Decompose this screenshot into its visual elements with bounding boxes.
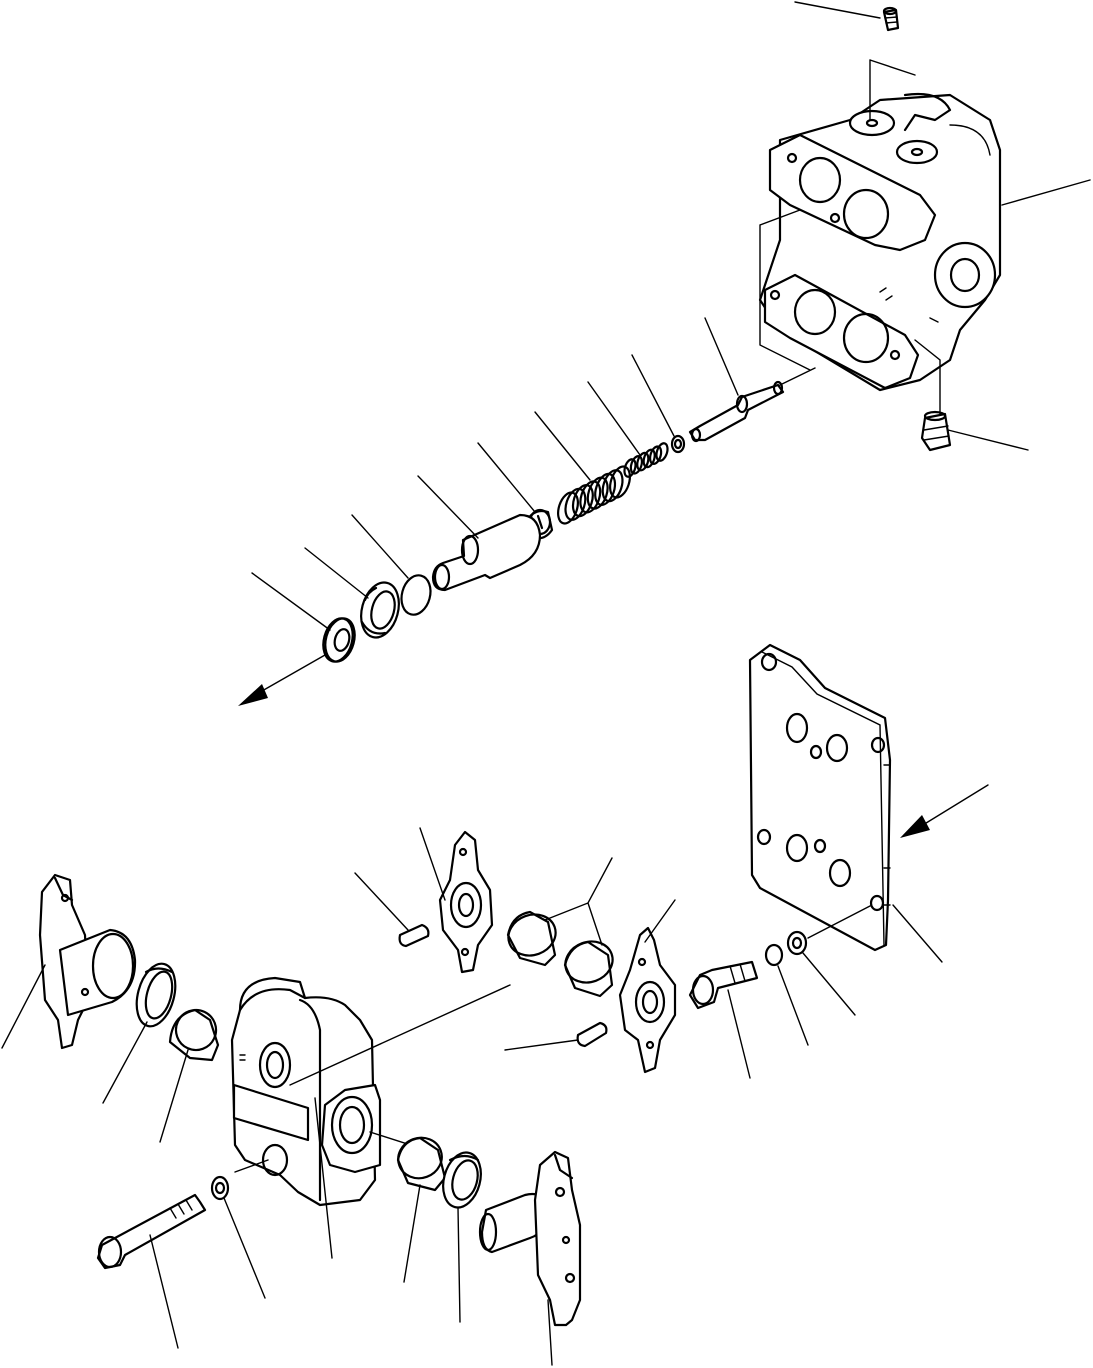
leader-line [351,514,409,579]
o-ring-disc [400,574,432,616]
large-spring [557,465,631,525]
leader-line [802,952,856,1016]
leader-line [159,1049,189,1143]
gasket-plate [748,643,892,952]
spring-coil [557,491,579,525]
leader-line [417,475,479,539]
leader-line [644,899,676,943]
bushing-bottom [396,1136,447,1192]
spring-coil [609,465,631,499]
direction-arrow [238,654,326,706]
bolt-washer [210,1175,230,1201]
leader-line [544,857,613,946]
dowel-pin-upper [398,923,430,948]
reference-line [759,59,941,421]
flat-washer [764,943,784,967]
spool-axis-line [779,367,816,386]
gasket-arrow [900,784,989,838]
reference-line [807,905,871,939]
spring-washer [786,930,808,956]
washer [322,617,356,663]
leader-line [727,989,751,1079]
spring-coil [586,476,609,510]
leader-line [314,1097,333,1259]
leader-line [149,1234,179,1349]
leader-line [102,1021,148,1104]
long-bolt [96,1193,207,1270]
dowel-pin-lower [576,1021,608,1048]
leader-line [534,411,591,481]
leader-line [477,442,536,513]
spring-coil [594,472,617,506]
seal-ring-bottom [442,1151,482,1209]
leader-line [403,1184,421,1283]
o-ring-small [670,434,686,454]
lever-plate-right [478,1150,582,1327]
leader-line [777,965,809,1046]
lever-right [618,926,677,1074]
valve-body [758,92,1002,392]
seal-ring-left [135,962,177,1028]
bottom-plug [920,410,952,452]
leader-line [587,381,641,456]
spool-valve [688,380,785,443]
lever-upper [438,830,494,974]
spring-coil [571,484,594,518]
leader-line [419,827,446,901]
piston [431,513,542,592]
housing-block [230,976,382,1207]
bushing-lower [563,940,614,998]
spring-coil [601,469,624,503]
leader-line [223,1197,266,1299]
bushing-upper [506,910,557,967]
leader-line [547,1299,553,1366]
bushing-left [168,1008,220,1062]
top-plug [882,6,900,32]
leader-line [251,572,331,631]
leader-line [704,317,739,396]
short-bolt [688,960,759,1010]
spring-coil [564,487,587,521]
leader-line [354,872,409,931]
leader-line [304,547,369,599]
lever-plate-left [38,873,137,1050]
spring-coil [655,442,669,462]
leader-line [1001,179,1091,206]
spring-coil [579,480,602,514]
leader-line [892,904,943,963]
leader-line [794,1,881,19]
plug-nut [360,581,400,639]
leader-line [947,429,1029,451]
leader-line [457,1207,461,1323]
leader-line [1,964,46,1049]
leader-line [631,354,675,437]
leader-line [504,1039,579,1051]
